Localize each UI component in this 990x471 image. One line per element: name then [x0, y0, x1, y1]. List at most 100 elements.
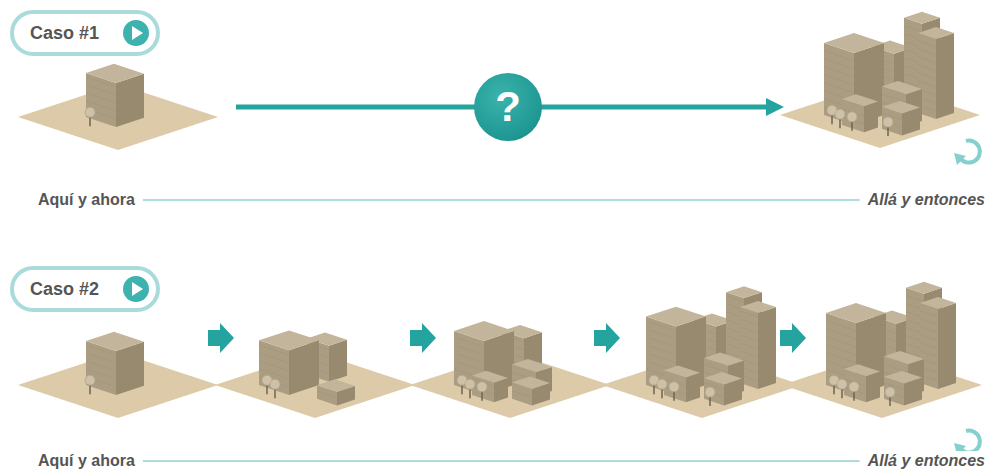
- node-text: ?: [495, 86, 521, 128]
- timeline-rule: [143, 199, 860, 200]
- tree-crown: [85, 375, 95, 385]
- floor-line: [904, 26, 922, 32]
- step-arrow: [594, 323, 620, 353]
- floor-line: [920, 311, 938, 317]
- city-plate: [215, 330, 415, 418]
- case-pill: Caso #1: [10, 10, 160, 56]
- city-plate: [18, 332, 218, 418]
- iso-face: [512, 376, 550, 389]
- iso-face: [920, 297, 956, 309]
- iso-face: [317, 379, 355, 392]
- tree-crown: [837, 379, 847, 389]
- floor-line: [824, 59, 854, 69]
- iso-face: [826, 303, 886, 323]
- tree-crown: [883, 117, 893, 127]
- floor-line: [646, 337, 676, 347]
- iso-face: [906, 282, 942, 294]
- floor-line: [918, 57, 936, 63]
- floor-line: [824, 67, 854, 77]
- iso-face: [918, 27, 954, 39]
- tree-crown: [477, 382, 487, 392]
- floor-line: [906, 296, 924, 302]
- floor-line: [646, 329, 676, 339]
- floor-line: [918, 49, 936, 55]
- iso-face: [938, 303, 956, 389]
- time-label: Allá y entonces: [868, 451, 985, 470]
- pill-ground: [10, 10, 160, 56]
- floor-line: [824, 51, 854, 61]
- floor-line: [259, 345, 289, 355]
- floor-line: [740, 319, 758, 325]
- tree-crown: [657, 379, 667, 389]
- floor-line: [920, 343, 938, 349]
- question-circle: ?: [474, 73, 542, 141]
- iso-face: [884, 351, 924, 364]
- iso-face: [842, 94, 878, 106]
- pill-ground: [10, 266, 160, 312]
- iso-face: [882, 101, 920, 114]
- floor-line: [454, 345, 484, 355]
- iso-face: [646, 307, 706, 327]
- floor-line: [704, 364, 728, 372]
- tree-crown: [885, 387, 895, 397]
- iso-face: [864, 102, 878, 133]
- floor-line: [726, 296, 744, 302]
- node-text: Caso #1: [30, 23, 99, 44]
- floor-line: [317, 391, 337, 398]
- floor-line: [920, 335, 938, 341]
- iso-face: [882, 81, 922, 94]
- step-arrow: [780, 323, 806, 353]
- floor-line: [824, 75, 854, 85]
- iso-face: [936, 33, 954, 119]
- tree-crown: [835, 109, 845, 119]
- floor-line: [646, 345, 676, 355]
- floor-line: [920, 351, 938, 357]
- floor-line: [86, 353, 116, 363]
- step-arrow: [208, 323, 234, 353]
- iso-face: [512, 359, 552, 372]
- floor-line: [740, 351, 758, 357]
- arrow-head: [766, 98, 784, 116]
- floor-line: [824, 83, 854, 93]
- timeline-rule: [143, 460, 860, 461]
- iso-face: [866, 372, 880, 403]
- floor-line: [454, 361, 484, 371]
- iso-face: [686, 373, 700, 402]
- tree-crown: [847, 112, 857, 122]
- time-label: Aquí y ahora: [38, 190, 135, 209]
- tree-crown: [465, 379, 475, 389]
- iso-face: [824, 33, 884, 53]
- floor-line: [918, 41, 936, 47]
- floor-line: [86, 345, 116, 355]
- floor-line: [86, 85, 116, 95]
- floor-line: [86, 77, 116, 87]
- floor-line: [512, 391, 532, 398]
- floor-line: [740, 311, 758, 317]
- floor-line: [646, 321, 676, 331]
- floor-line: [86, 361, 116, 371]
- iso-face: [758, 307, 776, 389]
- iso-face: [664, 366, 700, 378]
- iso-face: [726, 286, 762, 298]
- play-icon: [123, 276, 149, 302]
- city-plate: [18, 64, 218, 150]
- tree-crown: [669, 382, 679, 392]
- floor-line: [740, 343, 758, 349]
- floor-line: [259, 361, 289, 371]
- floor-line: [646, 353, 676, 363]
- iso-face: [329, 340, 347, 382]
- tree-crown: [270, 379, 280, 389]
- floor-line: [740, 335, 758, 341]
- floor-line: [454, 353, 484, 363]
- floor-line: [454, 337, 484, 347]
- floor-line: [826, 337, 856, 347]
- city-plate: [782, 282, 982, 418]
- time-label: Allá y entonces: [868, 190, 985, 209]
- tree-crown: [85, 107, 95, 117]
- play-icon: [123, 20, 149, 46]
- iso-face: [704, 372, 742, 385]
- city-plate: [410, 321, 610, 418]
- floor-line: [826, 353, 856, 363]
- iso-face: [704, 353, 744, 366]
